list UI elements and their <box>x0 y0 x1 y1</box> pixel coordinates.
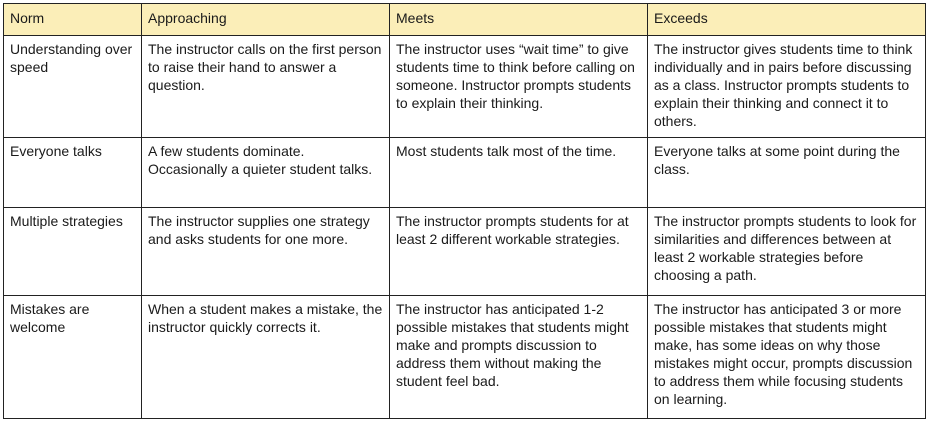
meets-cell: The instructor uses “wait time” to give … <box>389 35 648 138</box>
header-row: Norm Approaching Meets Exceeds <box>3 3 926 36</box>
norm-cell: Everyone talks <box>3 137 142 208</box>
approaching-cell: The instructor supplies one strategy and… <box>141 207 390 296</box>
table-row: Understanding over speed The instructor … <box>3 35 926 138</box>
exceeds-cell: The instructor prompts students to look … <box>647 207 926 296</box>
meets-cell: The instructor prompts students for at l… <box>389 207 648 296</box>
approaching-cell: A few students dominate. Occasionally a … <box>141 137 390 208</box>
exceeds-cell: The instructor gives students time to th… <box>647 35 926 138</box>
approaching-cell: When a student makes a mistake, the inst… <box>141 295 390 419</box>
header-exceeds: Exceeds <box>647 3 926 36</box>
table-row: Mistakes are welcome When a student make… <box>3 295 926 419</box>
table-header: Norm Approaching Meets Exceeds <box>3 3 926 36</box>
norm-cell: Multiple strategies <box>3 207 142 296</box>
header-norm: Norm <box>3 3 142 36</box>
approaching-cell: The instructor calls on the first person… <box>141 35 390 138</box>
table-row: Multiple strategies The instructor suppl… <box>3 207 926 296</box>
rubric-table: Norm Approaching Meets Exceeds Understan… <box>3 3 926 419</box>
norm-cell: Mistakes are welcome <box>3 295 142 419</box>
table-body: Understanding over speed The instructor … <box>3 35 926 419</box>
header-meets: Meets <box>389 3 648 36</box>
meets-cell: Most students talk most of the time. <box>389 137 648 208</box>
exceeds-cell: Everyone talks at some point during the … <box>647 137 926 208</box>
header-approaching: Approaching <box>141 3 390 36</box>
norm-cell: Understanding over speed <box>3 35 142 138</box>
exceeds-cell: The instructor has anticipated 3 or more… <box>647 295 926 419</box>
table-row: Everyone talks A few students dominate. … <box>3 137 926 208</box>
meets-cell: The instructor has anticipated 1-2 possi… <box>389 295 648 419</box>
